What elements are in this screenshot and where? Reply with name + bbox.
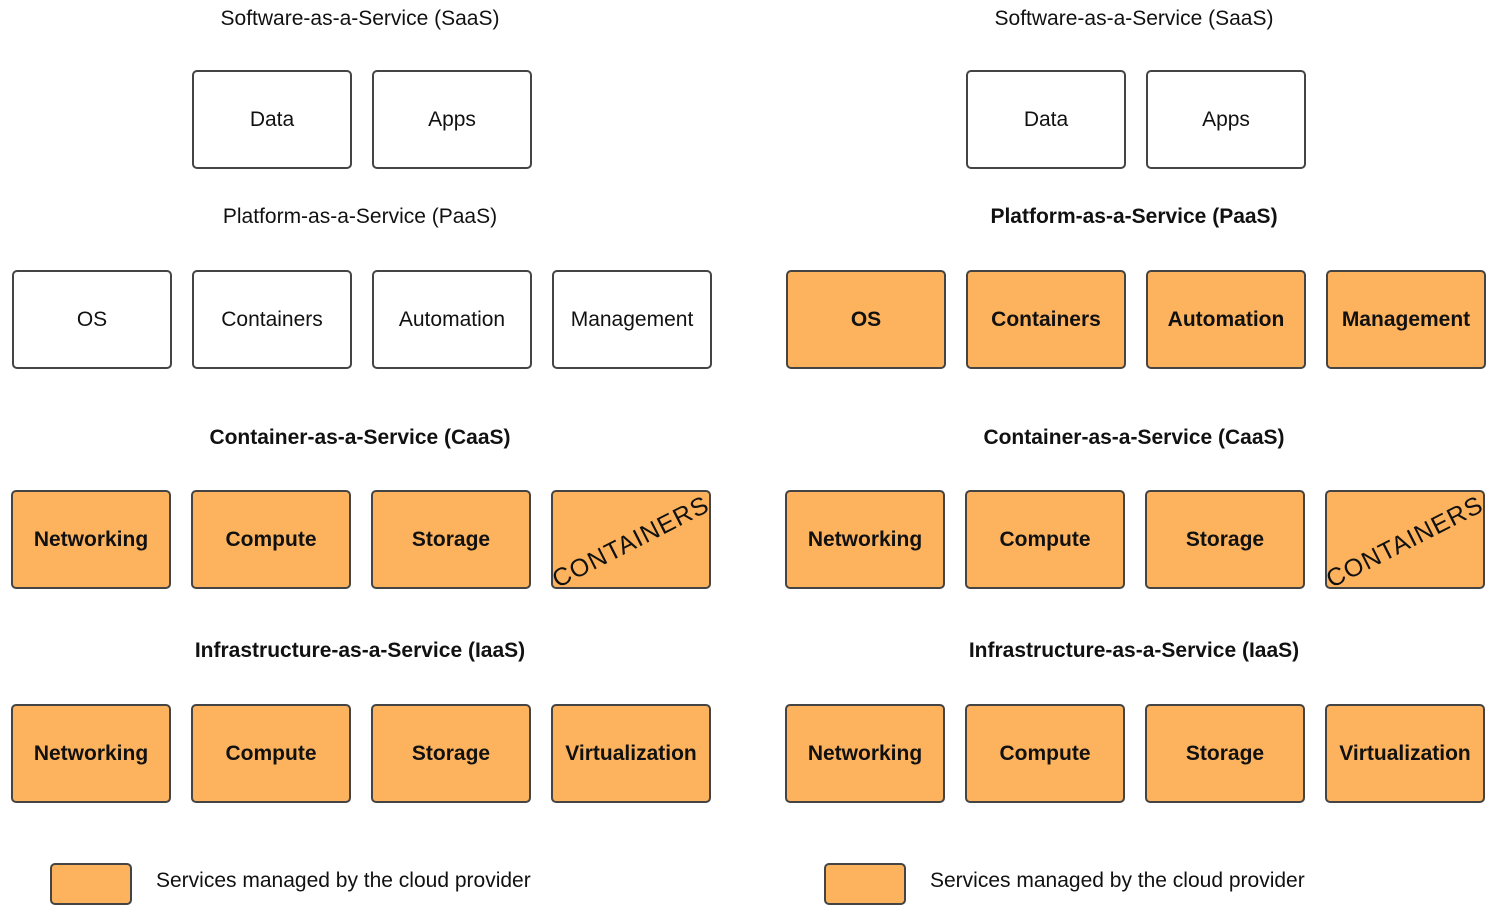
caas-box-containers-stamp: CONTAINERS	[551, 490, 711, 589]
paas-box-automation: Automation	[372, 270, 532, 369]
caas-box-networking: Networking	[11, 490, 171, 589]
iaas-title: Infrastructure-as-a-Service (IaaS)	[968, 639, 1300, 662]
saas-box-apps: Apps	[1146, 70, 1306, 169]
saas-box-apps: Apps	[372, 70, 532, 169]
caas-box-storage: Storage	[1145, 490, 1305, 589]
caas-box-compute: Compute	[965, 490, 1125, 589]
paas-box-containers: Containers	[192, 270, 352, 369]
caas-title: Container-as-a-Service (CaaS)	[983, 426, 1285, 449]
containers-stamp-text: CONTAINERS	[551, 490, 711, 589]
saas-box-data: Data	[966, 70, 1126, 169]
paas-box-automation: Automation	[1146, 270, 1306, 369]
iaas-box-networking: Networking	[11, 704, 171, 803]
caas-box-networking: Networking	[785, 490, 945, 589]
containers-stamp-text: CONTAINERS	[1325, 490, 1485, 589]
paas-title: Platform-as-a-Service (PaaS)	[990, 205, 1278, 228]
legend-text: Services managed by the cloud provider	[156, 869, 531, 892]
iaas-box-networking: Networking	[785, 704, 945, 803]
diagram-panel-right: Software-as-a-Service (SaaS) Data Apps P…	[774, 0, 1497, 915]
iaas-box-storage: Storage	[1145, 704, 1305, 803]
paas-title: Platform-as-a-Service (PaaS)	[222, 205, 498, 228]
caas-box-storage: Storage	[371, 490, 531, 589]
paas-box-management: Management	[552, 270, 712, 369]
legend-swatch-managed	[824, 863, 906, 905]
paas-box-os: OS	[12, 270, 172, 369]
iaas-box-virtualization: Virtualization	[551, 704, 711, 803]
iaas-box-compute: Compute	[191, 704, 351, 803]
caas-box-containers-stamp: CONTAINERS	[1325, 490, 1485, 589]
saas-title: Software-as-a-Service (SaaS)	[994, 7, 1274, 30]
paas-box-os: OS	[786, 270, 946, 369]
iaas-box-compute: Compute	[965, 704, 1125, 803]
legend-text: Services managed by the cloud provider	[930, 869, 1305, 892]
paas-box-containers: Containers	[966, 270, 1126, 369]
saas-title: Software-as-a-Service (SaaS)	[220, 7, 500, 30]
iaas-box-storage: Storage	[371, 704, 531, 803]
iaas-title: Infrastructure-as-a-Service (IaaS)	[194, 639, 526, 662]
caas-title: Container-as-a-Service (CaaS)	[209, 426, 511, 449]
iaas-box-virtualization: Virtualization	[1325, 704, 1485, 803]
saas-box-data: Data	[192, 70, 352, 169]
paas-box-management: Management	[1326, 270, 1486, 369]
caas-box-compute: Compute	[191, 490, 351, 589]
legend-swatch-managed	[50, 863, 132, 905]
diagram-panel-left: Software-as-a-Service (SaaS) Data Apps P…	[11, 7, 712, 905]
